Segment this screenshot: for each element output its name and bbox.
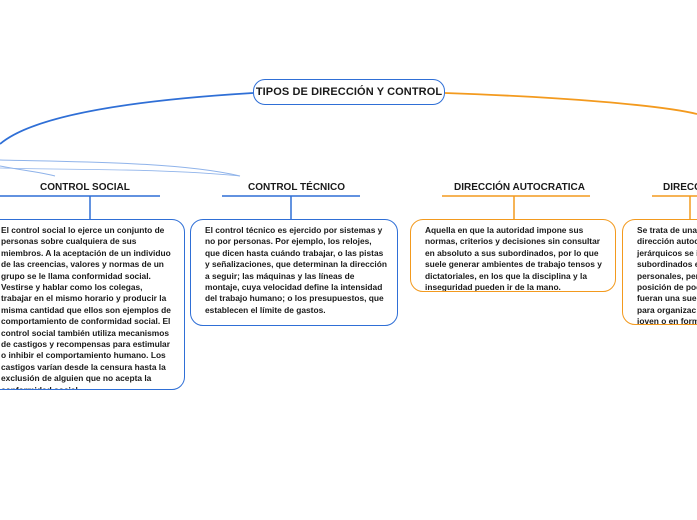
card-control-tecnico[interactable]: El control técnico es ejercido por siste… [190, 219, 398, 326]
topic-label: CONTROL SOCIAL [40, 182, 130, 193]
topic-label: DIRECCIÓN AUTOCRATICA [454, 182, 585, 193]
topic-direccion-4[interactable]: DIRECC [663, 182, 697, 193]
branch-right [444, 92, 697, 115]
branch-to-control-social [0, 165, 56, 177]
root-title: TIPOS DE DIRECCIÓN Y CONTROL [255, 86, 443, 98]
topic-direccion-autocratica[interactable]: DIRECCIÓN AUTOCRATICA [454, 182, 585, 193]
card-text: El control técnico es ejercido por siste… [205, 225, 387, 315]
topic-label: CONTROL TÉCNICO [248, 182, 346, 193]
card-text: Aquella en que la autoridad impone sus n… [425, 225, 602, 292]
topic-label: DIRECC [663, 182, 697, 193]
topic-control-tecnico[interactable]: CONTROL TÉCNICO [248, 182, 345, 193]
branch-left [0, 92, 254, 145]
card-direccion-4[interactable]: Se trata de una dirección autoc jerárqui… [622, 219, 697, 325]
card-control-social[interactable]: El control social lo ejerce un conjunto … [0, 219, 185, 390]
root-topic[interactable]: TIPOS DE DIRECCIÓN Y CONTROL [253, 79, 445, 105]
card-text: El control social lo ejerce un conjunto … [1, 225, 171, 390]
card-text: Se trata de una dirección autoc jerárqui… [637, 225, 697, 325]
card-direccion-autocratica[interactable]: Aquella en que la autoridad impone sus n… [410, 219, 616, 292]
topic-control-social[interactable]: CONTROL SOCIAL [40, 182, 130, 193]
branch-to-control-tecnico [0, 159, 241, 177]
branch-aux [0, 167, 241, 177]
